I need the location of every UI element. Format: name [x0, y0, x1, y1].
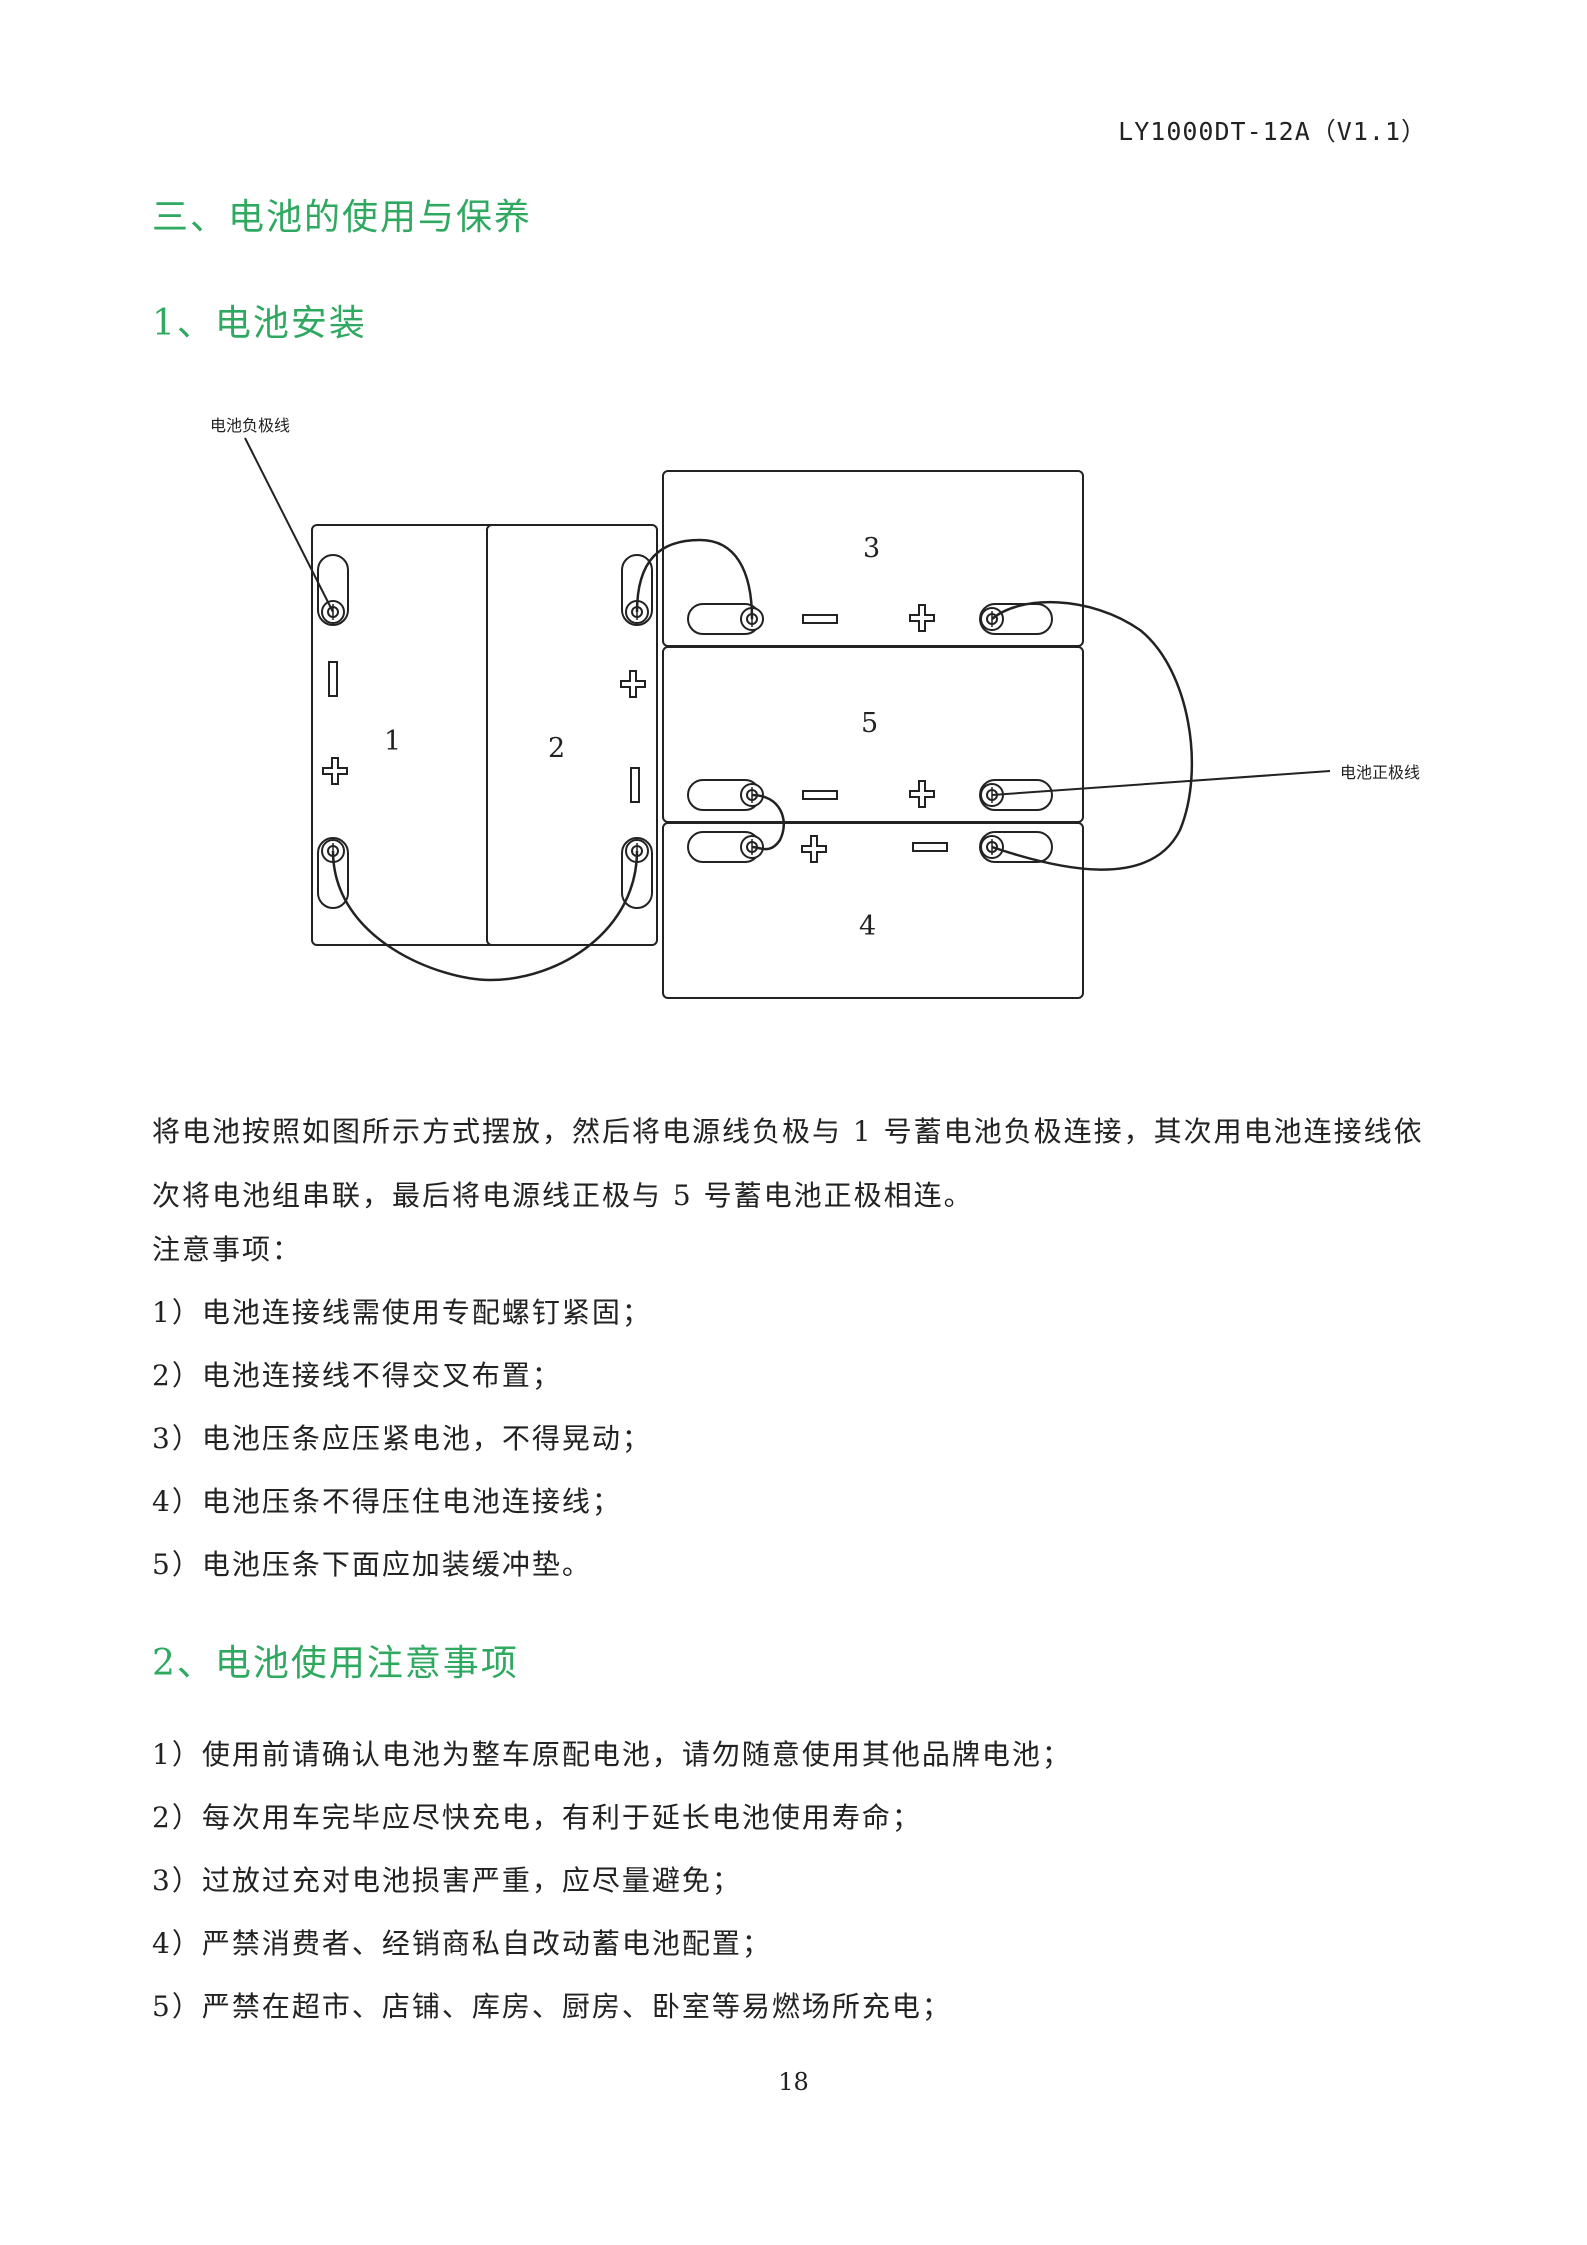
negative-lead-label: 电池负极线: [210, 416, 290, 435]
installation-notes-list: 1）电池连接线需使用专配螺钉紧固； 2）电池连接线不得交叉布置； 3）电池压条应…: [152, 1281, 1442, 1596]
battery-2-label: 2: [548, 733, 565, 764]
list-item: 4）严禁消费者、经销商私自改动蓄电池配置；: [152, 1927, 772, 1960]
battery-2-plus-sign: [620, 670, 646, 698]
battery-3-label: 3: [863, 533, 880, 564]
notes-title: 注意事项：: [152, 1233, 303, 1266]
battery-wiring-diagram: 电池负极线 电池正极线 1 2 3 5 4: [210, 416, 1420, 999]
battery-1-minus-sign: [328, 661, 338, 697]
cable-3-to-4: [991, 600, 1194, 871]
cable-4-to-5: [751, 793, 785, 851]
list-item: 1）使用前请确认电池为整车原配电池，请勿随意使用其他品牌电池；: [152, 1738, 1072, 1771]
battery-4-plus-sign: [801, 835, 827, 863]
negative-lead-line: [244, 437, 334, 613]
page-number: 18: [778, 2068, 809, 2096]
cable-1-to-2: [331, 850, 639, 982]
battery-1-plus-sign: [322, 757, 348, 785]
list-item: 1）电池连接线需使用专配螺钉紧固；: [152, 1296, 652, 1329]
usage-notes-list: 1）使用前请确认电池为整车原配电池，请勿随意使用其他品牌电池； 2）每次用车完毕…: [152, 1723, 1442, 2038]
battery-4: [662, 822, 1084, 999]
positive-lead-line: [991, 770, 1331, 796]
document-code: LY1000DT-12A（V1.1）: [1118, 117, 1427, 146]
battery-3-minus-sign: [802, 614, 838, 624]
cable-2-to-3: [635, 538, 754, 620]
list-item: 3）过放过充对电池损害严重，应尽量避免；: [152, 1864, 742, 1897]
list-item: 2）每次用车完毕应尽快充电，有利于延长电池使用寿命；: [152, 1801, 922, 1834]
battery-2-minus-sign: [630, 767, 640, 803]
battery-5-minus-sign: [802, 790, 838, 800]
battery-5-label: 5: [861, 708, 878, 739]
battery-4-minus-sign: [912, 842, 948, 852]
section-title: 三、电池的使用与保养: [152, 197, 533, 238]
battery-4-label: 4: [859, 911, 876, 942]
list-item: 3）电池压条应压紧电池，不得晃动；: [152, 1422, 652, 1455]
battery-5-plus-sign: [909, 780, 935, 808]
list-item: 2）电池连接线不得交叉布置；: [152, 1359, 562, 1392]
battery-2: [486, 524, 658, 946]
installation-paragraph: 将电池按照如图所示方式摆放，然后将电源线负极与 1 号蓄电池负极连接，其次用电池…: [152, 1115, 1424, 1212]
list-item: 5）电池压条下面应加装缓冲垫。: [152, 1548, 592, 1581]
positive-lead-label: 电池正极线: [1340, 763, 1420, 782]
subsection-title-installation: 1、电池安装: [152, 303, 367, 344]
list-item: 5）严禁在超市、店铺、库房、厨房、卧室等易燃场所充电；: [152, 1990, 952, 2023]
battery-3-plus-sign: [909, 604, 935, 632]
list-item: 4）电池压条不得压住电池连接线；: [152, 1485, 622, 1518]
battery-1-label: 1: [384, 726, 401, 757]
subsection-title-usage: 2、电池使用注意事项: [152, 1643, 519, 1684]
